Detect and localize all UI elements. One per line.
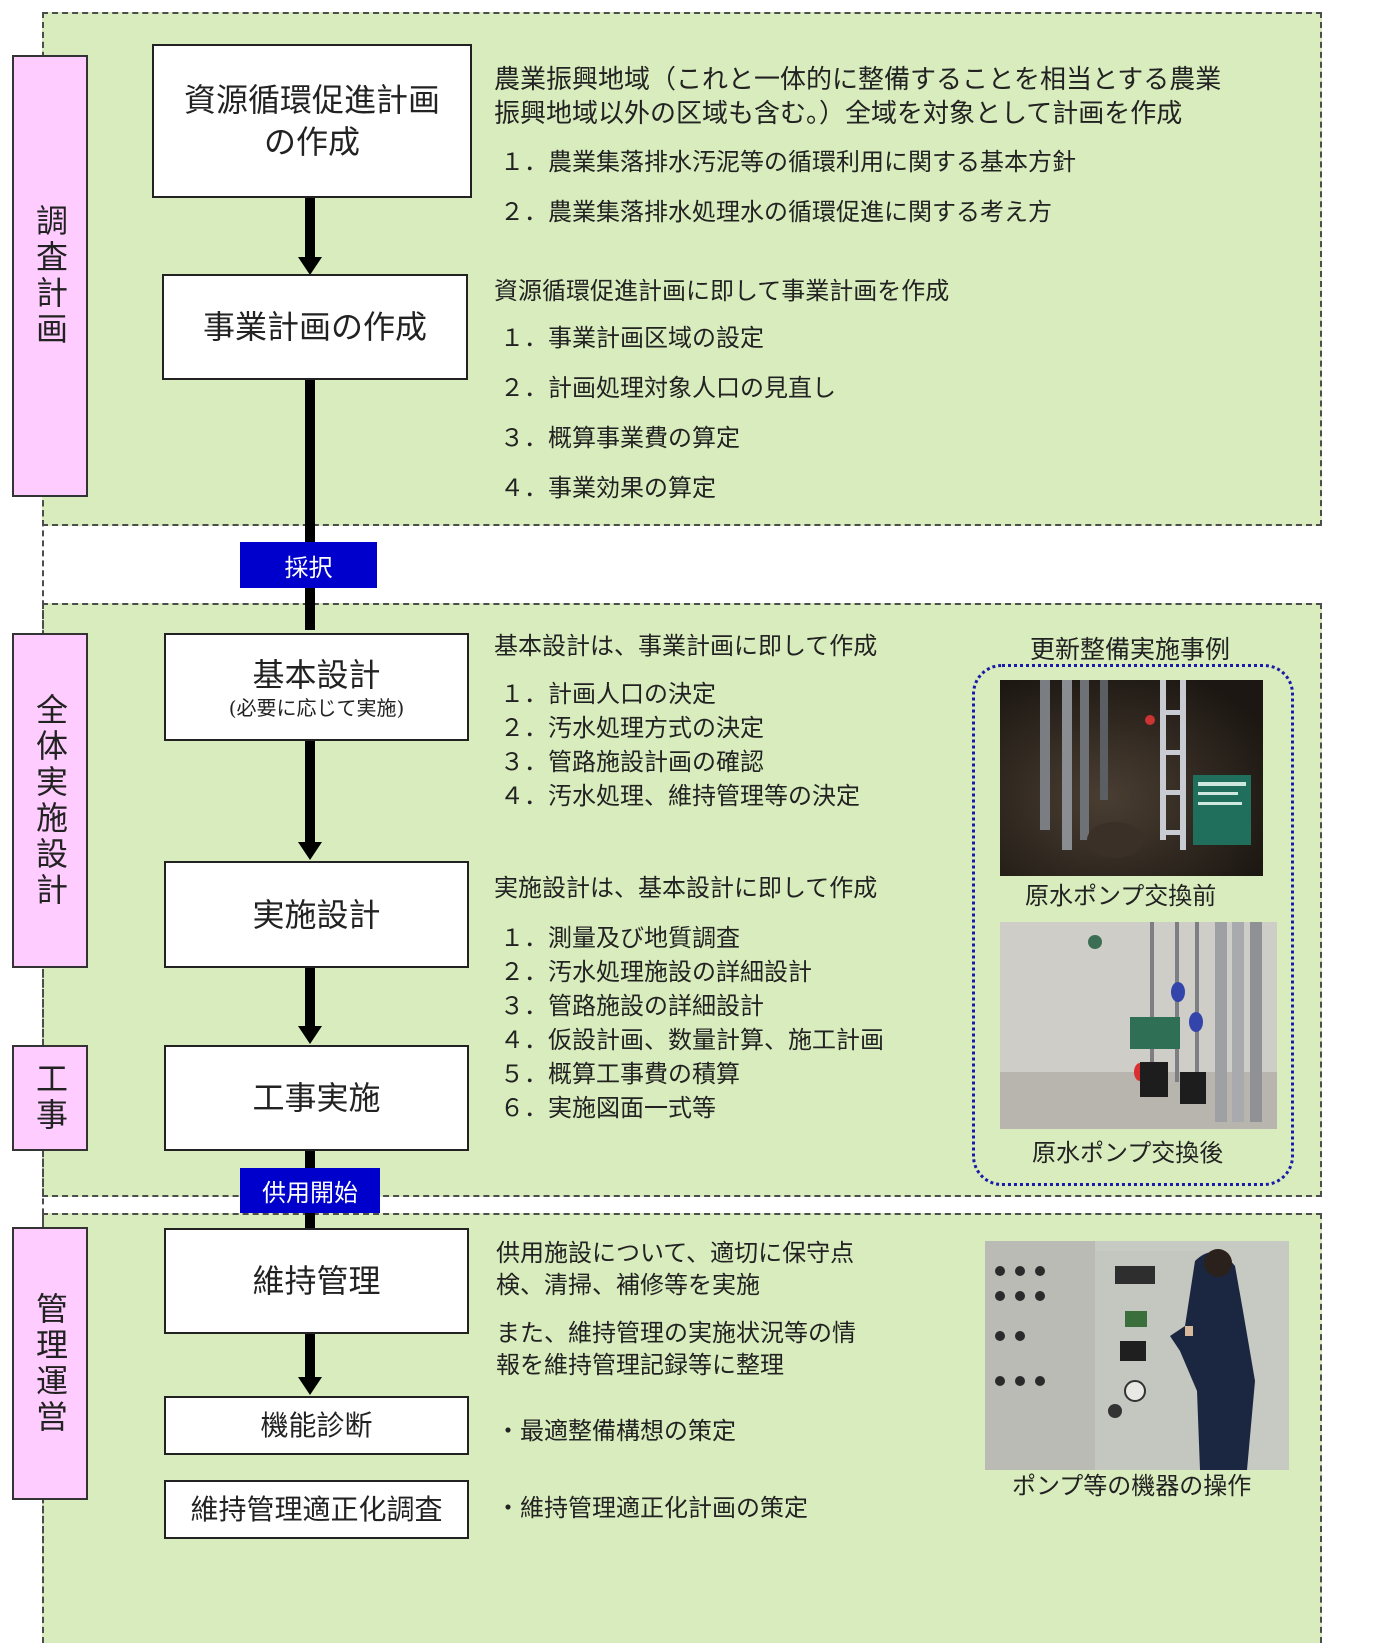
business-plan-lead: 資源循環促進計画に即して事業計画を作成 [494, 277, 950, 305]
list-item: １．計画人口の決定 [500, 680, 716, 708]
operation-image [985, 1241, 1289, 1470]
arrow-shaft-6 [305, 1333, 315, 1379]
pump-after-caption: 原水ポンプ交換後 [1032, 1139, 1224, 1167]
list-item: ４．仮設計画、数量計算、施工計画 [500, 1026, 884, 1054]
arrowhead-6 [298, 1377, 322, 1395]
step-diagnosis: 機能診断 [164, 1396, 469, 1455]
pump-before-caption: 原水ポンプ交換前 [1025, 882, 1217, 910]
list-item: ２．汚水処理方式の決定 [500, 714, 764, 742]
resource-plan-desc-line2: 振興地域以外の区域も含む。）全域を対象として計画を作成 [494, 99, 1183, 129]
list-item: ２．農業集落排水処理水の循環促進に関する考え方 [500, 198, 1052, 226]
arrowhead-3 [298, 842, 322, 860]
resource-plan-desc-line1: 農業振興地域（これと一体的に整備することを相当とする農業 [494, 65, 1222, 95]
arrow-shaft-4 [305, 968, 315, 1028]
phase-survey-plan: 調査計画 [12, 55, 88, 497]
pump-after-image [1000, 922, 1277, 1129]
example-title: 更新整備実施事例 [1030, 635, 1231, 664]
step-construction: 工事実施 [164, 1045, 469, 1151]
maintenance-desc-line3: また、維持管理の実施状況等の情 [496, 1319, 856, 1347]
basic-design-items: １．計画人口の決定 ２．汚水処理方式の決定 ３．管路施設計画の確認 ４．汚水処理… [500, 677, 860, 813]
step-maintenance-label: 維持管理 [252, 1262, 381, 1300]
step-resource-plan: 資源循環促進計画 の作成 [152, 44, 472, 198]
arrow-shaft-3 [305, 740, 315, 844]
step-diagnosis-label: 機能診断 [260, 1408, 373, 1442]
step-basic-design-note: (必要に応じて実施) [228, 696, 405, 720]
list-item: ３．概算事業費の算定 [500, 424, 740, 452]
step-basic-design-label: 基本設計 [252, 656, 381, 694]
detailed-design-items: １．測量及び地質調査 ２．汚水処理施設の詳細設計 ３．管路施設の詳細設計 ４．仮… [500, 921, 884, 1125]
operation-caption: ポンプ等の機器の操作 [1012, 1472, 1252, 1500]
arrow-shaft-1 [305, 195, 315, 259]
phase-management: 管理運営 [12, 1227, 88, 1500]
list-item: ３．管路施設計画の確認 [500, 748, 764, 776]
list-item: ４．汚水処理、維持管理等の決定 [500, 782, 860, 810]
step-detailed-design: 実施設計 [164, 861, 469, 968]
list-item: ２．汚水処理施設の詳細設計 [500, 958, 812, 986]
phase-overall-design: 全体実施設計 [12, 633, 88, 968]
example-photo-frame [972, 664, 1294, 1186]
pump-before-photo [1000, 680, 1263, 876]
step-resource-plan-line2: の作成 [263, 123, 360, 161]
pump-before-image [1000, 680, 1263, 876]
service-start-tag: 供用開始 [240, 1168, 380, 1213]
business-plan-items: １．事業計画区域の設定 ２．計画処理対象人口の見直し ３．概算事業費の算定 ４．… [500, 313, 836, 513]
step-optimization-survey: 維持管理適正化調査 [164, 1480, 469, 1539]
list-item: ４．事業効果の算定 [500, 474, 716, 502]
maintenance-desc-line2: 検、清掃、補修等を実施 [496, 1271, 760, 1299]
step-business-plan: 事業計画の作成 [162, 274, 468, 380]
step-optimization-survey-label: 維持管理適正化調査 [190, 1492, 443, 1526]
arrow-shaft-2 [305, 380, 315, 630]
step-detailed-design-label: 実施設計 [252, 895, 381, 934]
list-item: ３．管路施設の詳細設計 [500, 992, 764, 1020]
list-item: １．測量及び地質調査 [500, 924, 740, 952]
step-construction-label: 工事実施 [252, 1079, 381, 1117]
list-item: ５．概算工事費の積算 [500, 1060, 740, 1088]
detailed-design-lead: 実施設計は、基本設計に即して作成 [494, 874, 878, 902]
step-business-plan-label: 事業計画の作成 [202, 308, 427, 346]
list-item: ２．計画処理対象人口の見直し [500, 374, 836, 402]
operation-photo [985, 1241, 1289, 1470]
arrowhead-4 [298, 1026, 322, 1044]
phase-construction: 工事 [12, 1045, 88, 1151]
arrowhead-1 [298, 257, 322, 275]
adoption-tag: 採択 [240, 542, 377, 588]
step-maintenance: 維持管理 [164, 1228, 469, 1334]
resource-plan-items: １．農業集落排水汚泥等の循環利用に関する基本方針 ２．農業集落排水処理水の循環促… [500, 137, 1076, 237]
list-item: １．農業集落排水汚泥等の循環利用に関する基本方針 [500, 148, 1076, 176]
step-resource-plan-line1: 資源循環促進計画 [183, 81, 440, 119]
diagnosis-desc: ・最適整備構想の策定 [496, 1417, 736, 1445]
pump-after-photo [1000, 922, 1277, 1129]
maintenance-desc-line4: 報を維持管理記録等に整理 [496, 1351, 784, 1379]
step-basic-design: 基本設計 (必要に応じて実施) [164, 633, 469, 741]
list-item: ６．実施図面一式等 [500, 1094, 716, 1122]
optimization-desc: ・維持管理適正化計画の策定 [496, 1494, 808, 1522]
basic-design-lead: 基本設計は、事業計画に即して作成 [494, 632, 878, 660]
maintenance-desc-line1: 供用施設について、適切に保守点 [496, 1239, 855, 1267]
list-item: １．事業計画区域の設定 [500, 324, 764, 352]
